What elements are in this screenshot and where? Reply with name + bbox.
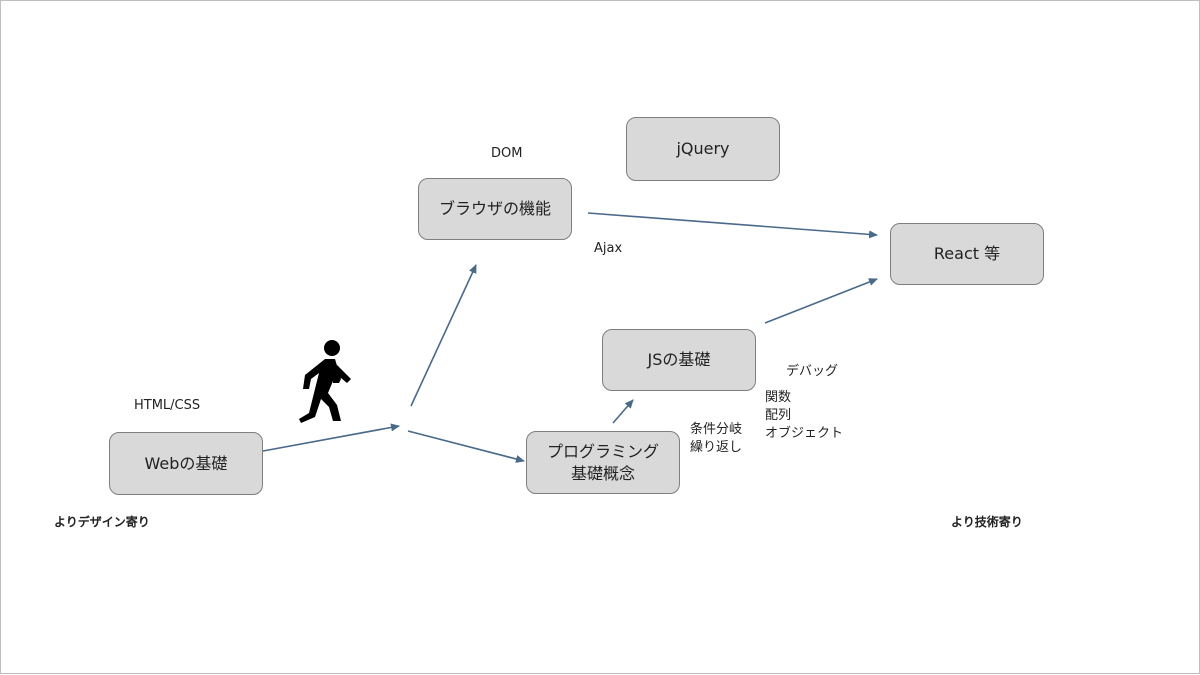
label-tech-side: より技術寄り (951, 515, 1023, 529)
arrow-browser-to-react (587, 212, 878, 239)
label-design-side: よりデザイン寄り (54, 515, 150, 529)
person-walking-icon (299, 340, 351, 423)
node-js-basics: JSの基礎 (602, 329, 756, 391)
node-react: React 等 (890, 223, 1044, 285)
node-browser-features: ブラウザの機能 (418, 178, 572, 240)
label-ajax: Ajax (594, 241, 623, 256)
label-conditionals-loops: 条件分岐 繰り返し (690, 422, 743, 455)
arrow-js-to-react (764, 278, 878, 324)
arrow-branch-to-browser (410, 264, 477, 407)
arrow-web-to-branch (262, 423, 400, 452)
label-debug: デバッグ (786, 364, 839, 379)
label-functions-arrays-objects: 関数 配列 オブジェクト (765, 390, 844, 441)
node-programming-concepts: プログラミング 基礎概念 (526, 431, 680, 494)
label-dom: DOM (491, 146, 523, 161)
arrow-programming-to-js (612, 399, 634, 424)
arrow-branch-to-programming (407, 430, 525, 463)
label-html-css: HTML/CSS (134, 398, 201, 413)
node-web-basics: Webの基礎 (109, 432, 263, 495)
node-jquery: jQuery (626, 117, 780, 181)
